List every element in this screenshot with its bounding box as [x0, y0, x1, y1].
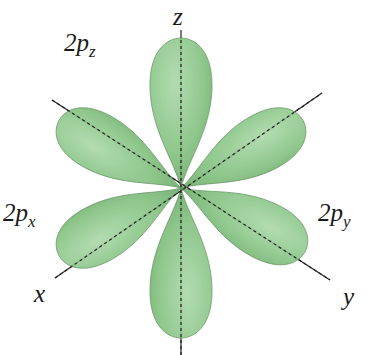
axis-label: x: [34, 281, 45, 306]
axis-label: z: [173, 4, 183, 29]
orbital-label: 2pz: [64, 30, 96, 55]
orbital-label: 2px: [3, 200, 36, 225]
orbital-label: 2py: [318, 200, 351, 225]
axis-label: y: [343, 284, 354, 309]
